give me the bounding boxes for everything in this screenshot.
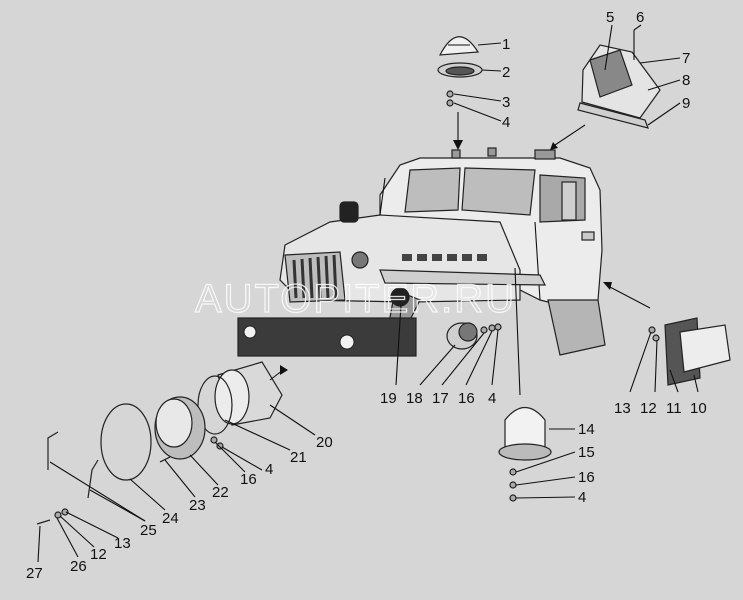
callout-2: 2 [502, 64, 510, 81]
callout-12: 12 [640, 400, 657, 417]
callout-4: 4 [502, 114, 510, 131]
callout-3: 3 [502, 94, 510, 111]
callout-7: 7 [682, 50, 690, 67]
callout-12-head: 12 [90, 546, 107, 563]
callout-26: 26 [70, 558, 87, 575]
callout-19: 19 [380, 390, 397, 407]
callout-18: 18 [406, 390, 423, 407]
callout-27: 27 [26, 565, 43, 582]
callout-4-beacon: 4 [578, 489, 586, 506]
callout-1: 1 [502, 36, 510, 53]
callout-24: 24 [162, 510, 179, 527]
clearance-lamp-top [550, 30, 661, 150]
callout-8: 8 [682, 72, 690, 89]
side-repeater-lamp [603, 282, 731, 386]
callout-20: 20 [316, 434, 333, 451]
rotating-beacon-lamp [498, 267, 552, 502]
fog-lamp [446, 322, 502, 350]
callout-4-head: 4 [265, 461, 273, 478]
callout-25: 25 [140, 522, 157, 539]
callout-14: 14 [578, 421, 595, 438]
callout-21: 21 [290, 449, 307, 466]
callout-23: 23 [189, 497, 206, 514]
callout-22: 22 [212, 484, 229, 501]
callout-13-head: 13 [114, 535, 131, 552]
headlamp-assembly [36, 361, 288, 525]
callout-16: 16 [578, 469, 595, 486]
leader-lines [37, 24, 699, 563]
callout-4-fog: 4 [488, 390, 496, 407]
callout-5: 5 [606, 9, 614, 26]
callout-9: 9 [682, 95, 690, 112]
callout-16-fog: 16 [458, 390, 475, 407]
callout-13: 13 [614, 400, 631, 417]
callout-17: 17 [432, 390, 449, 407]
callout-10: 10 [690, 400, 707, 417]
callout-numbers: 1 2 3 4 5 6 7 8 9 10 11 12 13 14 15 16 4… [26, 9, 707, 582]
callout-15: 15 [578, 444, 595, 461]
callout-16-head: 16 [240, 471, 257, 488]
callout-11: 11 [666, 400, 682, 417]
watermark-text: AUTOPITER.RU [195, 277, 516, 321]
callout-6: 6 [636, 9, 644, 26]
roof-marker-lamp [437, 36, 483, 150]
truck-hood [237, 201, 546, 357]
